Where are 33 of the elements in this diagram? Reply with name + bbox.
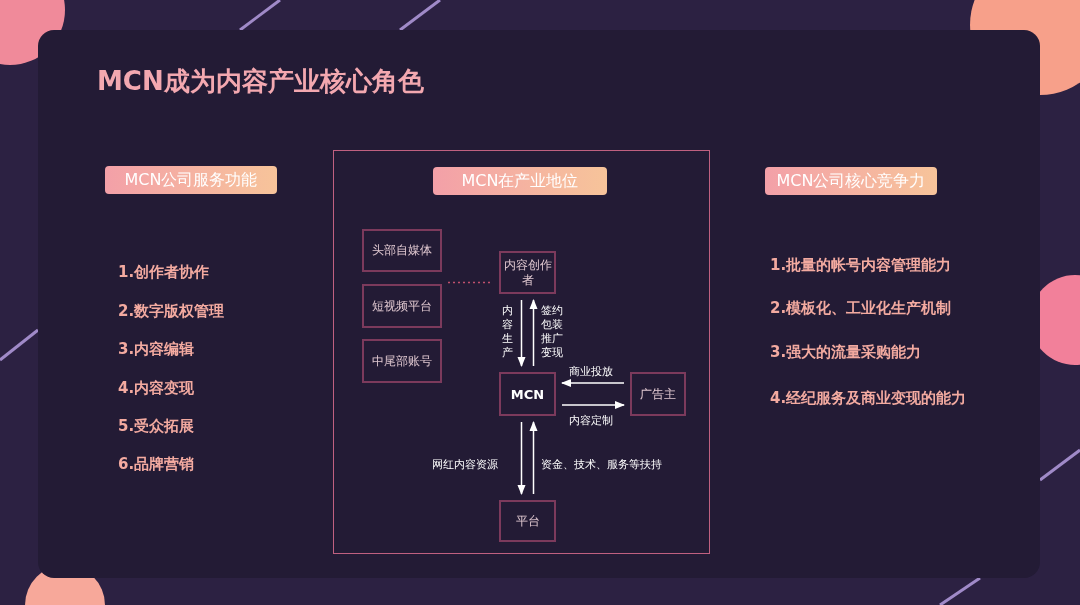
slide-title: MCN成为内容产业核心角色 — [97, 65, 424, 98]
edge-label: 资金、技术、服务等扶持 — [541, 458, 662, 472]
list-item: 1.批量的帐号内容管理能力 — [770, 256, 952, 275]
edge-label: 商业投放 — [569, 365, 613, 379]
arrow — [517, 299, 526, 368]
list-item: 4.经纪服务及商业变现的能力 — [770, 389, 967, 408]
list-item: 5.受众拓展 — [118, 417, 195, 436]
list-item: 3.内容编辑 — [118, 340, 195, 359]
heading-pill: MCN在产业地位 — [433, 167, 607, 195]
arrow — [529, 298, 538, 367]
arrow — [529, 420, 538, 495]
process-box: 短视频平台 — [362, 284, 442, 328]
heading-pill: MCN公司核心竞争力 — [765, 167, 937, 195]
process-box: 头部自媒体 — [362, 229, 442, 272]
list-item: 2.数字版权管理 — [118, 302, 225, 321]
edge-label: 内容生产 — [502, 304, 515, 360]
list-item: 2.模板化、工业化生产机制 — [770, 299, 952, 318]
process-box: 中尾部账号 — [362, 339, 442, 383]
process-box: 平台 — [499, 500, 556, 542]
list-item: 1.创作者协作 — [118, 263, 210, 282]
edge-label: 内容定制 — [569, 414, 613, 428]
panel-frame — [333, 150, 710, 554]
heading-pill: MCN公司服务功能 — [105, 166, 277, 194]
list-item: 4.内容变现 — [118, 379, 195, 398]
process-box: 内容创作者 — [499, 251, 556, 294]
arrow — [561, 400, 626, 410]
arrow — [560, 378, 625, 388]
list-item: 6.品牌营销 — [118, 455, 195, 474]
list-item: 3.强大的流量采购能力 — [770, 343, 922, 362]
process-box: MCN — [499, 372, 556, 416]
arrow — [517, 421, 526, 496]
edge-label: 网红内容资源 — [432, 458, 498, 472]
process-box: 广告主 — [630, 372, 686, 416]
